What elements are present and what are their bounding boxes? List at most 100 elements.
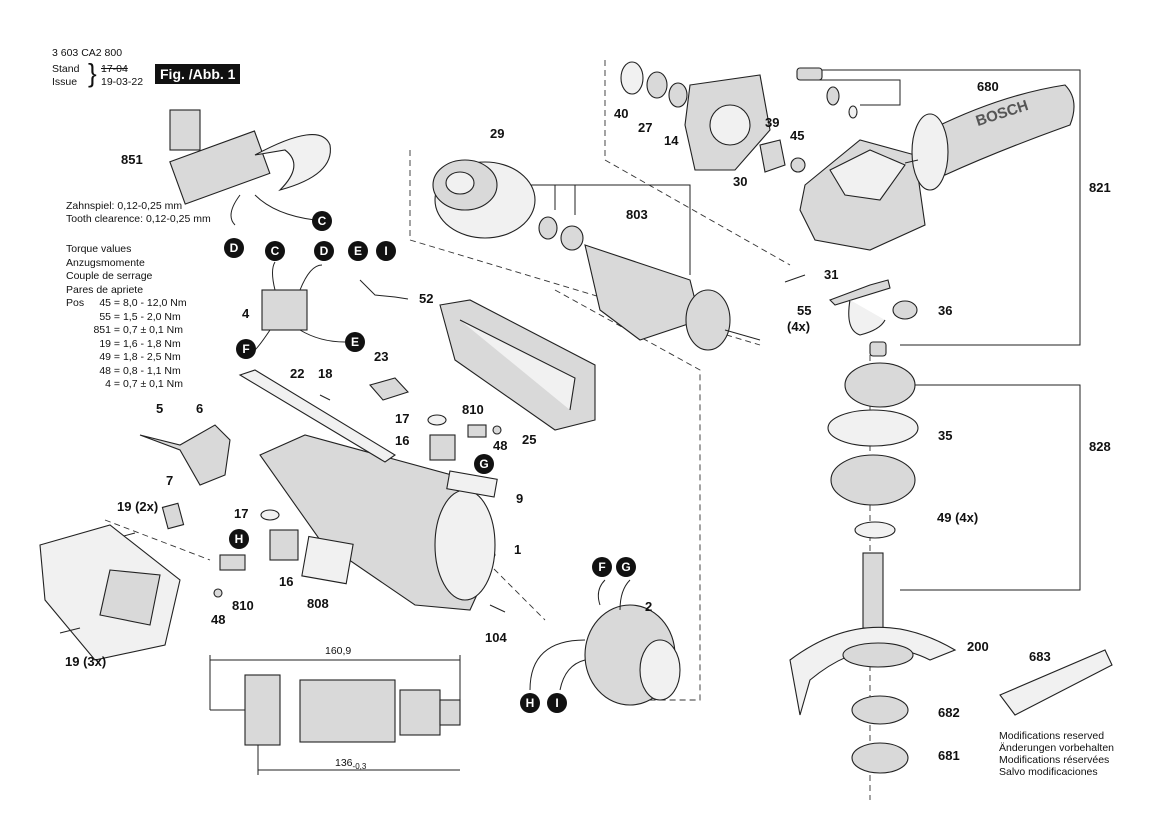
part-label-29: 29 <box>490 126 505 141</box>
flange-30-drawing <box>684 74 771 171</box>
dimension-total-length: 160,9 <box>325 645 352 657</box>
cable-drawing <box>119 424 231 538</box>
part-label-1: 1 <box>514 542 522 557</box>
tooth-clearance-line2: Tooth clearence: 0,12-0,25 mm <box>66 213 211 225</box>
guard-200-drawing <box>789 626 957 716</box>
part-label-680: 680 <box>977 79 999 94</box>
torque-row: 19 = 1,6 - 1,8 Nm <box>99 337 181 350</box>
rear-cap-drawing <box>39 524 181 661</box>
part-label-810-upper: 810 <box>462 402 484 417</box>
torque-row: 48 = 0,8 - 1,1 Nm <box>99 364 181 377</box>
part-label-808: 808 <box>307 596 329 611</box>
callout-h: H <box>229 529 249 549</box>
brush-holder-lower-drawing <box>213 509 354 598</box>
bracket-803 <box>520 184 691 275</box>
part-label-55: 55 <box>797 303 812 318</box>
dimension-drawing <box>209 655 461 775</box>
callout-e: E <box>345 332 365 352</box>
part-label-49-4x: 49 (4x) <box>937 510 979 525</box>
part-label-19-3x: 19 (3x) <box>65 654 107 669</box>
part-label-52: 52 <box>419 291 434 306</box>
leader <box>810 79 901 106</box>
switch-4-drawing <box>254 261 346 351</box>
part-label-16-upper: 16 <box>395 433 410 448</box>
motor-housing-1-drawing <box>259 434 498 611</box>
part-label-35: 35 <box>938 428 953 443</box>
part-label-851: 851 <box>121 152 143 167</box>
stator-2-drawing <box>529 579 681 706</box>
part-label-14: 14 <box>664 133 679 148</box>
part-label-9: 9 <box>516 491 524 506</box>
torque-row: 4 = 0,7 ± 0,1 Nm <box>105 378 184 390</box>
nut-45-drawing <box>790 157 806 173</box>
part-label-23: 23 <box>374 349 389 364</box>
pin-104-drawing <box>489 604 506 613</box>
spanner-683-drawing <box>999 649 1113 716</box>
part-label-48-upper: 48 <box>493 438 508 453</box>
side-handle-680-drawing <box>904 84 1075 191</box>
part-label-810-lower: 810 <box>232 598 254 613</box>
part-label-55-qty: (4x) <box>787 319 811 334</box>
flange-682-drawing <box>851 695 909 725</box>
gear-head-821-drawing <box>796 67 926 251</box>
assembly-line <box>604 60 791 266</box>
brace: } <box>88 58 97 88</box>
fan-29-drawing <box>432 159 536 239</box>
part-label-7: 7 <box>166 473 174 488</box>
callout-d: D <box>224 238 244 258</box>
part-label-104: 104 <box>485 630 507 645</box>
part-label-27: 27 <box>638 120 653 135</box>
wire-52-drawing <box>359 279 409 300</box>
button-23-drawing <box>369 377 409 401</box>
brush-holder-upper-drawing <box>427 414 502 461</box>
figure-label: Fig. /Abb. 1 <box>155 64 241 84</box>
part-label-682: 682 <box>938 705 960 720</box>
callout-g: G <box>474 454 494 474</box>
part-label-30: 30 <box>733 174 748 189</box>
part-label-821: 821 <box>1089 180 1111 195</box>
torque-pos-label: Pos <box>66 297 85 309</box>
callout-f: F <box>592 557 612 577</box>
callout-h: H <box>520 693 540 713</box>
bracket-828 <box>900 384 1081 591</box>
part-label-5: 5 <box>156 401 164 416</box>
part-label-19-2x: 19 (2x) <box>117 499 159 514</box>
spring-18-drawing <box>319 394 331 401</box>
part-label-45: 45 <box>790 128 805 143</box>
part-label-22: 22 <box>290 366 305 381</box>
part-label-40: 40 <box>614 106 629 121</box>
part-label-2: 2 <box>645 599 653 614</box>
torque-row: 851 = 0,7 ± 0,1 Nm <box>93 324 184 336</box>
part-label-17-upper: 17 <box>395 411 410 426</box>
torque-row: 49 = 1,8 - 2,5 Nm <box>99 351 181 363</box>
part-label-31: 31 <box>824 267 839 282</box>
spindle-lock-drawing <box>784 274 918 336</box>
part-label-39: 39 <box>765 115 780 130</box>
assembly-line <box>104 519 211 561</box>
part-label-681: 681 <box>938 748 960 763</box>
dimension-tolerance: -0,3 <box>352 762 367 772</box>
part-label-18: 18 <box>318 366 333 381</box>
pinion-39-drawing <box>759 139 786 173</box>
torque-table: 45 = 8,0 - 12,0 Nm 55 = 1,5 - 2,0 Nm 851… <box>86 297 187 392</box>
callout-f: F <box>236 339 256 359</box>
stand-label: Stand <box>52 63 80 75</box>
part-label-6: 6 <box>196 401 204 416</box>
switch-module-drawing <box>169 109 331 226</box>
torque-row: 45 = 8,0 - 12,0 Nm <box>99 297 187 309</box>
housing-25-drawing <box>439 299 596 431</box>
callout-i: I <box>547 693 567 713</box>
callout-g: G <box>616 557 636 577</box>
gear-set-drawing <box>827 341 919 629</box>
torque-row: 55 = 1,5 - 2,0 Nm <box>99 310 181 323</box>
slide-bar-22-drawing <box>238 369 397 463</box>
part-label-803: 803 <box>626 207 648 222</box>
part-label-25: 25 <box>522 432 537 447</box>
nut-681-drawing <box>851 742 909 774</box>
part-label-16-lower: 16 <box>279 574 294 589</box>
part-label-36: 36 <box>938 303 953 318</box>
stand-old: 17-04 <box>101 63 128 75</box>
torque-title: Torque values Anzugsmomente Couple de se… <box>66 243 153 296</box>
armature-803-drawing <box>538 216 761 351</box>
